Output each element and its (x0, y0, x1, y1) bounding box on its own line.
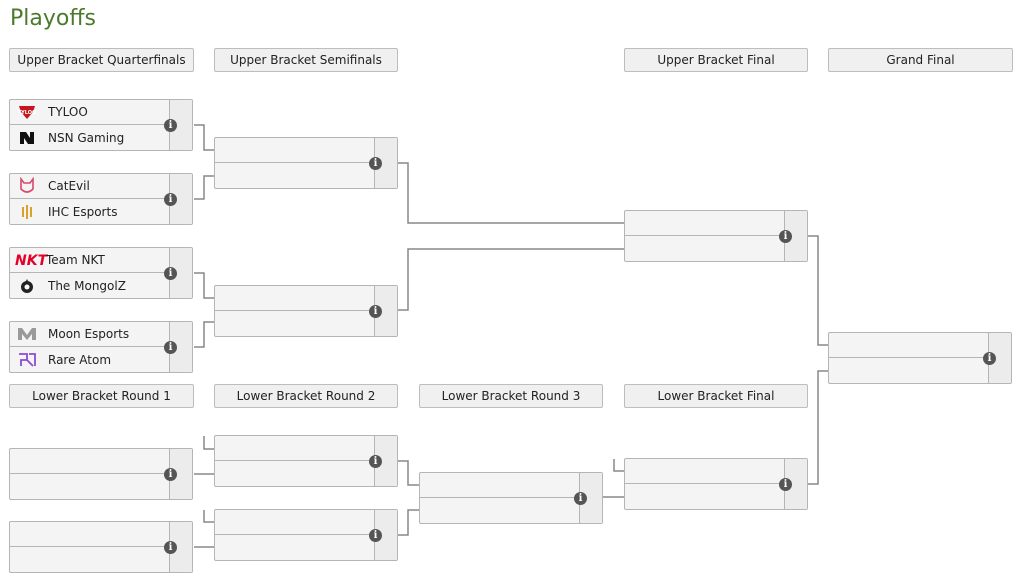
team-row-empty (215, 436, 375, 461)
tyloo-logo-icon: TYLOO (16, 103, 38, 121)
match-upper-qf-1[interactable]: TYLOO TYLOO NSN Gaming i (9, 99, 193, 151)
team-row-nsn-gaming[interactable]: NSN Gaming (10, 125, 170, 150)
header-lower-round-2: Lower Bracket Round 2 (214, 384, 398, 408)
team-row-empty (215, 138, 375, 163)
nkt-logo-icon: NKT (14, 251, 48, 269)
team-row-moon-esports[interactable]: Moon Esports (10, 322, 170, 347)
team-name: IHC Esports (48, 204, 118, 219)
match-lower-r1-2[interactable]: i (9, 521, 193, 573)
header-lower-round-1: Lower Bracket Round 1 (9, 384, 194, 408)
mongolz-logo-icon (16, 277, 38, 295)
team-row-empty (829, 333, 989, 358)
ihc-logo-icon (16, 203, 38, 221)
match-upper-final[interactable]: i (624, 210, 808, 262)
team-row-empty (10, 449, 170, 474)
team-row-empty (215, 535, 375, 560)
team-row-empty (215, 311, 375, 336)
team-row-ihc-esports[interactable]: IHC Esports (10, 199, 170, 224)
team-name: Moon Esports (48, 327, 130, 341)
header-lower-round-3: Lower Bracket Round 3 (419, 384, 603, 408)
header-upper-quarterfinals: Upper Bracket Quarterfinals (9, 48, 194, 72)
team-row-empty (625, 484, 785, 509)
team-row-empty (420, 498, 580, 523)
info-icon[interactable]: i (164, 341, 177, 354)
team-name: Rare Atom (48, 352, 112, 367)
team-row-empty (420, 473, 580, 498)
team-row-empty (10, 474, 170, 499)
match-upper-qf-2[interactable]: CatEvil IHC Esports i (9, 173, 193, 225)
match-lower-r2-1[interactable]: i (214, 435, 398, 487)
team-row-empty (215, 461, 375, 486)
team-name: CatEvil (48, 179, 90, 193)
info-icon[interactable]: i (164, 541, 177, 554)
info-icon[interactable]: i (983, 352, 996, 365)
match-lower-r3[interactable]: i (419, 472, 603, 524)
team-row-empty (10, 522, 170, 547)
rare-atom-logo-icon (16, 351, 38, 369)
match-grand-final[interactable]: i (828, 332, 1012, 384)
match-lower-r1-1[interactable]: i (9, 448, 193, 500)
svg-text:TYLOO: TYLOO (18, 110, 37, 116)
info-icon[interactable]: i (164, 119, 177, 132)
catevil-logo-icon (16, 177, 38, 195)
info-icon[interactable]: i (369, 529, 382, 542)
info-icon[interactable]: i (779, 230, 792, 243)
moon-logo-icon (16, 325, 38, 343)
team-row-tyloo[interactable]: TYLOO TYLOO (10, 100, 170, 125)
team-row-empty (625, 211, 785, 236)
team-row-team-nkt[interactable]: NKT Team NKT (10, 248, 170, 273)
team-row-empty (215, 163, 375, 188)
info-icon[interactable]: i (779, 478, 792, 491)
team-row-empty (10, 547, 170, 572)
match-lower-r2-2[interactable]: i (214, 509, 398, 561)
info-icon[interactable]: i (164, 193, 177, 206)
match-upper-sf-1[interactable]: i (214, 137, 398, 189)
info-icon[interactable]: i (574, 492, 587, 505)
svg-text:NKT: NKT (15, 253, 48, 268)
info-icon[interactable]: i (369, 305, 382, 318)
team-name: Team NKT (46, 253, 105, 267)
team-row-empty (215, 286, 375, 311)
info-icon[interactable]: i (164, 267, 177, 280)
info-icon[interactable]: i (369, 455, 382, 468)
info-icon[interactable]: i (164, 468, 177, 481)
team-name: The MongolZ (48, 278, 126, 293)
team-row-empty (625, 459, 785, 484)
team-row-empty (215, 510, 375, 535)
nsn-logo-icon (16, 129, 38, 147)
team-row-empty (829, 358, 989, 383)
info-icon[interactable]: i (369, 157, 382, 170)
header-upper-final: Upper Bracket Final (624, 48, 808, 72)
match-upper-sf-2[interactable]: i (214, 285, 398, 337)
header-lower-final: Lower Bracket Final (624, 384, 808, 408)
team-name: TYLOO (48, 105, 88, 119)
team-row-the-mongolz[interactable]: The MongolZ (10, 273, 170, 298)
match-upper-qf-3[interactable]: NKT Team NKT The MongolZ i (9, 247, 193, 299)
team-row-catevil[interactable]: CatEvil (10, 174, 170, 199)
team-row-empty (625, 236, 785, 261)
match-upper-qf-4[interactable]: Moon Esports Rare Atom i (9, 321, 193, 373)
page-title: Playoffs (10, 6, 96, 31)
match-lower-final[interactable]: i (624, 458, 808, 510)
header-grand-final: Grand Final (828, 48, 1013, 72)
header-upper-semifinals: Upper Bracket Semifinals (214, 48, 398, 72)
team-row-rare-atom[interactable]: Rare Atom (10, 347, 170, 372)
team-name: NSN Gaming (48, 130, 125, 145)
